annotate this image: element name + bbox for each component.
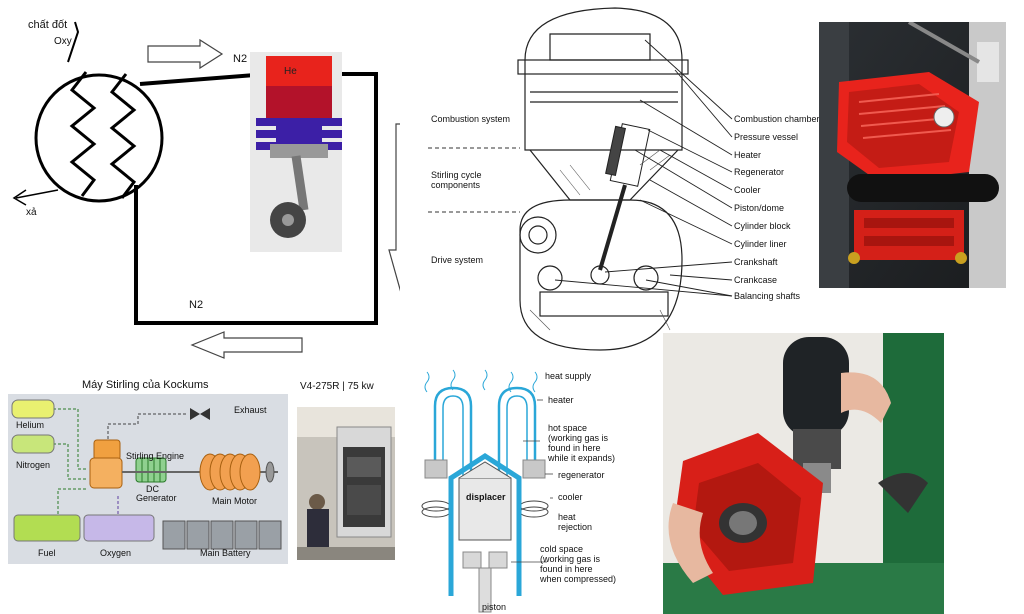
- cold-space-label-2: (working gas is: [540, 554, 601, 564]
- hot-space-label-2: (working gas is: [548, 433, 609, 443]
- main-battery-label: Main Battery: [200, 548, 251, 558]
- kockums-schematic: [8, 394, 288, 564]
- heater-schematic-label: heater: [548, 395, 574, 405]
- combustion-system-label: Combustion system: [431, 114, 511, 124]
- displacer-block: [458, 477, 512, 541]
- cold-space-label-3: found in here: [540, 564, 593, 574]
- red-engine-photo: [819, 22, 1006, 288]
- stirling-principle-schematic: [421, 369, 553, 613]
- balancing-shafts-label: Balancing shafts: [734, 291, 801, 301]
- hollow-arrow-left: [190, 331, 303, 359]
- n2-bottom-label: N2: [189, 299, 204, 311]
- regenerator-schematic-label: regenerator: [558, 470, 605, 480]
- stirling-engine-drawing: [250, 52, 342, 252]
- regenerator-label: Regenerator: [734, 167, 785, 177]
- cutaway-engine-drawing: [428, 7, 733, 351]
- drive-system-label: Drive system: [431, 255, 484, 265]
- hot-space-label-4: while it expands): [548, 453, 616, 463]
- heater-label: Heater: [734, 150, 762, 160]
- hollow-arrow-down: [388, 123, 400, 292]
- pressure-vessel-label: Pressure vessel: [734, 132, 799, 142]
- heater-loop-left: [433, 386, 473, 476]
- exhaust-arrowhead: [12, 189, 27, 206]
- cutaway-hatch: [529, 149, 671, 331]
- piston-dome: [598, 123, 651, 271]
- engine-parts-photo: [663, 333, 944, 614]
- heat-rejection-label-2: rejection: [558, 522, 593, 532]
- piston-dome-label: Piston/dome: [734, 203, 785, 213]
- hollow-arrow-right: [147, 38, 224, 70]
- exhaust-kockums-label: Exhaust: [234, 405, 267, 415]
- crankshaft-label: Crankshaft: [734, 257, 778, 267]
- stirling-engine-kockums-label: Stirling Engine: [126, 451, 185, 461]
- piston-rod: [478, 567, 492, 613]
- cylinder-wall: [448, 453, 522, 596]
- regenerator-box-right: [522, 459, 546, 479]
- fuel-input-line: [67, 21, 80, 63]
- v4-engine-photo: [297, 407, 395, 560]
- stirling-cycle-components-label: Stirling cycle components: [431, 170, 482, 190]
- heat-exchanger: [34, 73, 164, 203]
- leader-lines: [554, 39, 733, 297]
- heater-loop-right: [497, 386, 537, 476]
- piston-schematic-label: piston: [482, 602, 507, 612]
- cylinder-block-label: Cylinder block: [734, 221, 791, 231]
- crankcase-label: Crankcase: [734, 275, 778, 285]
- cold-space-label-4: when compressed): [540, 574, 617, 584]
- oxy-label: Oxy: [54, 36, 72, 47]
- fuel-tank-label: Fuel: [38, 548, 56, 558]
- v4-caption: V4-275R | 75 kw: [300, 381, 374, 392]
- dc-label: DC: [146, 484, 159, 494]
- regenerator-box-left: [424, 459, 448, 479]
- helium-label: He: [284, 66, 297, 77]
- cooler-schematic-label: cooler: [558, 492, 583, 502]
- exhaust-label: xả: [26, 207, 37, 218]
- kockums-title: Máy Stirling của Kockums: [82, 379, 209, 391]
- cylinder-liner-label: Cylinder liner: [734, 239, 787, 249]
- n2-top-label: N2: [233, 53, 248, 65]
- main-motor-label: Main Motor: [212, 496, 258, 506]
- loop-top-line: [139, 72, 269, 86]
- cold-space-left: [462, 551, 482, 569]
- nitrogen-tank-label: Nitrogen: [16, 460, 51, 470]
- cooler-label: Cooler: [734, 185, 761, 195]
- cold-space-label-1: cold space: [540, 544, 584, 554]
- zigzag-right: [109, 73, 137, 199]
- hot-space-label-1: hot space: [548, 423, 588, 433]
- hot-space-label-3: found in here: [548, 443, 601, 453]
- heat-rejection-label-1: heat: [558, 512, 576, 522]
- oxygen-tank-label: Oxygen: [100, 548, 132, 558]
- generator-label: Generator: [136, 493, 177, 503]
- displacer-label: displacer: [466, 492, 506, 502]
- cold-space-right: [488, 551, 508, 569]
- helium-tank-label: Helium: [16, 420, 45, 430]
- combustion-chamber-label: Combustion chamber: [734, 114, 820, 124]
- loop-right-line: [134, 72, 378, 325]
- exhaust-arrow: [15, 189, 59, 199]
- fuel-label: chất đốt: [28, 19, 68, 31]
- heat-supply-label: heat supply: [545, 371, 592, 381]
- closed-cycle-diagram: [12, 21, 400, 359]
- zigzag-left: [69, 71, 97, 197]
